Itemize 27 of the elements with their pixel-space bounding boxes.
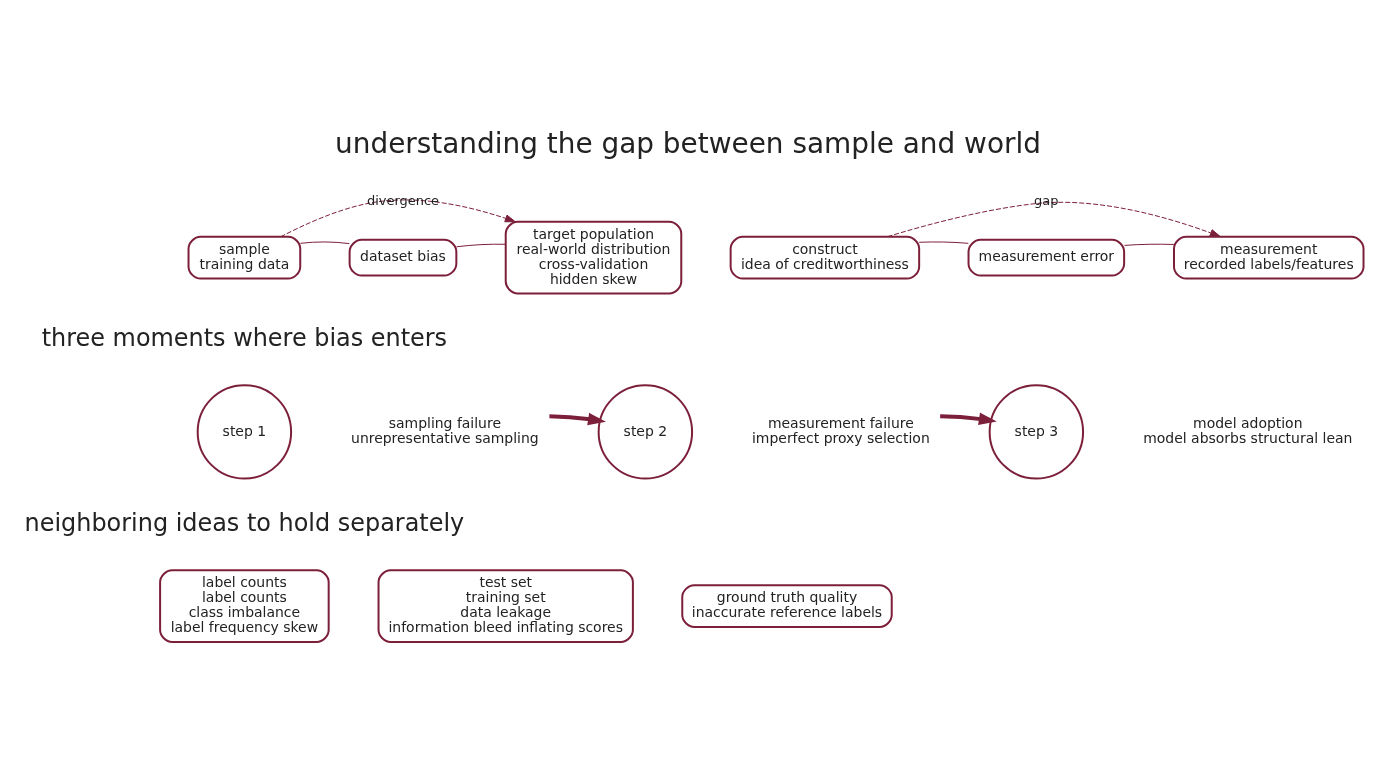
node-box: measurement recorded labels/features [1173, 235, 1365, 280]
node-box: construct idea of creditworthiness [729, 235, 921, 280]
connector [456, 243, 506, 247]
node-text: measurement failure imperfect proxy selection [751, 414, 930, 446]
node-circle: step 3 [988, 383, 1085, 480]
label: three moments where bias enters [41, 323, 448, 352]
arrow [280, 198, 516, 237]
node-box: dataset bias [348, 238, 458, 277]
node-text: model adoption model absorbs structural lean [1143, 414, 1353, 446]
arrow [549, 412, 606, 425]
arrow [887, 201, 1221, 237]
node-text: sampling failure unrepresentative sampling [351, 414, 539, 446]
connector [299, 240, 350, 244]
arrow [940, 412, 997, 425]
diagram-title: understanding the gap between sample and world [335, 126, 1041, 160]
node-box: sample training data [187, 235, 302, 280]
node-box: target population real-world distribution cross-validation hidden skew [504, 220, 683, 295]
edge-label: divergence [366, 192, 439, 208]
node-box: test set training set data leakage information bleed inflating scores [377, 568, 634, 643]
node-box: ground truth quality inaccurate reference labels [681, 583, 893, 628]
connector [918, 240, 969, 244]
connector [1124, 243, 1175, 246]
node-box: measurement error [967, 238, 1126, 277]
node-circle: step 2 [597, 383, 694, 480]
label: neighboring ideas to hold separately [24, 508, 465, 536]
node-box: label counts label counts class imbalance label frequency skew [159, 568, 330, 643]
node-circle: step 1 [196, 383, 293, 480]
